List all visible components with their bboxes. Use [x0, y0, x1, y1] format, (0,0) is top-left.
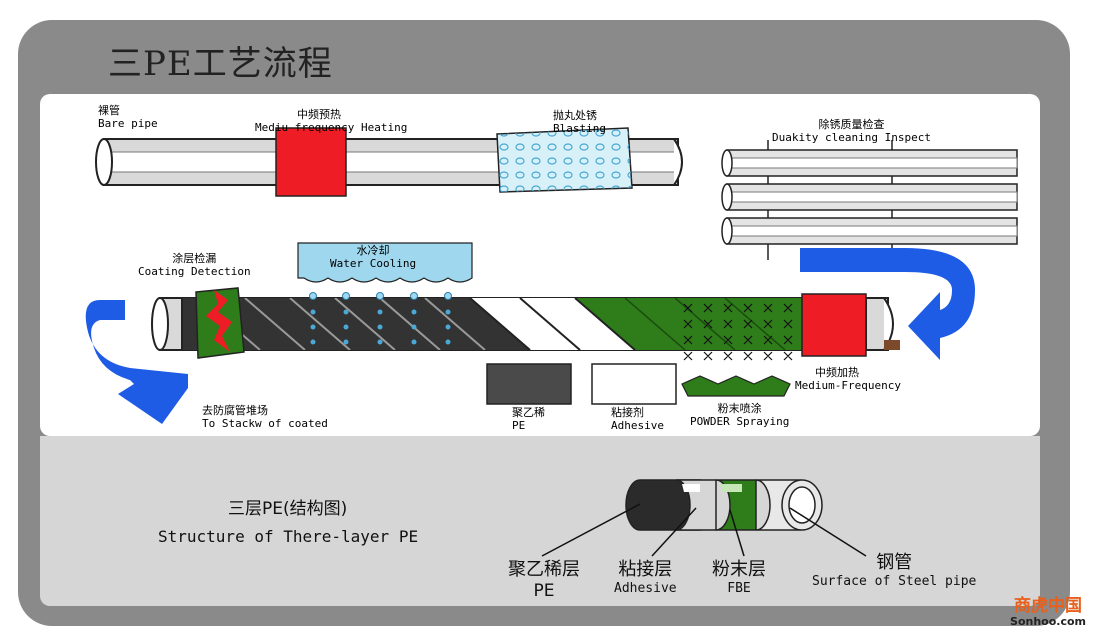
- pe-material-box: [486, 363, 572, 405]
- inspection-pipes: [721, 140, 1018, 260]
- cooling-spray: [309, 292, 452, 345]
- coating-line: [151, 297, 900, 351]
- layer-structure-pipe: [625, 479, 823, 531]
- page-title: 三PE工艺流程: [108, 44, 333, 84]
- transfer-arrow-left: [85, 300, 188, 424]
- layer-leader-lines: [541, 503, 867, 557]
- lower-panel: [40, 436, 1040, 606]
- powder-spray-marks: [683, 303, 793, 361]
- transfer-arrow-right: [800, 248, 975, 360]
- medium-frequency-heater: [801, 293, 867, 357]
- blasting-chamber: [496, 127, 633, 193]
- water-cooling-hood: [297, 242, 473, 283]
- adhesive-material-box: [591, 363, 677, 405]
- structure-title: 三层PE(结构图): [228, 499, 348, 519]
- coating-detector: [195, 287, 245, 359]
- structure-subtitle: Structure of There-layer PE: [158, 527, 419, 546]
- powder-material: [681, 375, 791, 397]
- heater-block: [275, 127, 347, 197]
